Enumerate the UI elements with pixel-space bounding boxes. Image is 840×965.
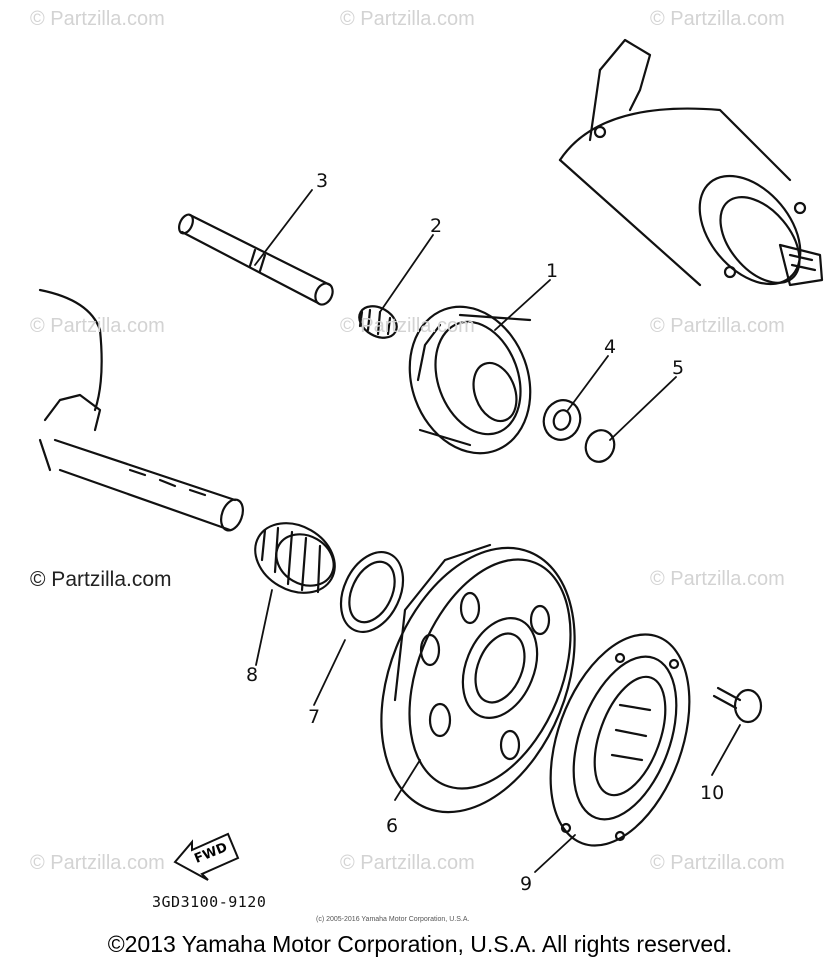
idler-gear-part-1 — [408, 305, 532, 455]
watermark: © Partzilla.com — [30, 852, 165, 874]
watermark: © Partzilla.com — [650, 568, 785, 590]
watermark: © Partzilla.com — [650, 852, 785, 874]
starter-motor — [558, 38, 824, 287]
callout-6: 6 — [386, 815, 399, 837]
bearing-part-8 — [254, 522, 336, 594]
diagram-part-number: 3GD3100-9120 — [152, 893, 267, 911]
shaft-part-3 — [178, 213, 334, 306]
watermark: © Partzilla.com — [30, 315, 165, 337]
shim-part-7 — [339, 551, 405, 633]
bolt-part-10 — [712, 686, 763, 724]
callout-2: 2 — [430, 215, 443, 237]
watermark: © Partzilla.com — [340, 852, 475, 874]
watermark: © Partzilla.com — [30, 568, 172, 591]
leader-lines — [254, 189, 741, 873]
callout-7: 7 — [308, 706, 321, 728]
callout-4: 4 — [604, 336, 617, 358]
watermark: © Partzilla.com — [650, 315, 785, 337]
callout-9: 9 — [520, 873, 533, 895]
wheel-gear-part-6 — [380, 543, 576, 814]
watermark: © Partzilla.com — [340, 315, 475, 337]
copyright-notice: ©2013 Yamaha Motor Corporation, U.S.A. A… — [107, 931, 733, 957]
small-copyright: (c) 2005-2016 Yamaha Motor Corporation, … — [316, 916, 470, 923]
callout-10: 10 — [700, 782, 725, 804]
clip-part-5 — [584, 429, 616, 463]
watermark: © Partzilla.com — [650, 8, 785, 30]
watermark: © Partzilla.com — [30, 8, 165, 30]
callout-8: 8 — [246, 664, 259, 686]
callout-3: 3 — [316, 170, 329, 192]
watermark: © Partzilla.com — [340, 8, 475, 30]
fwd-arrow — [173, 832, 240, 881]
needle-bearing-part-2 — [358, 305, 398, 339]
callout-5: 5 — [672, 357, 685, 379]
crankshaft — [38, 288, 244, 532]
clutch-part-9 — [549, 633, 691, 847]
washer-part-4 — [542, 399, 582, 441]
callout-1: 1 — [546, 260, 559, 282]
